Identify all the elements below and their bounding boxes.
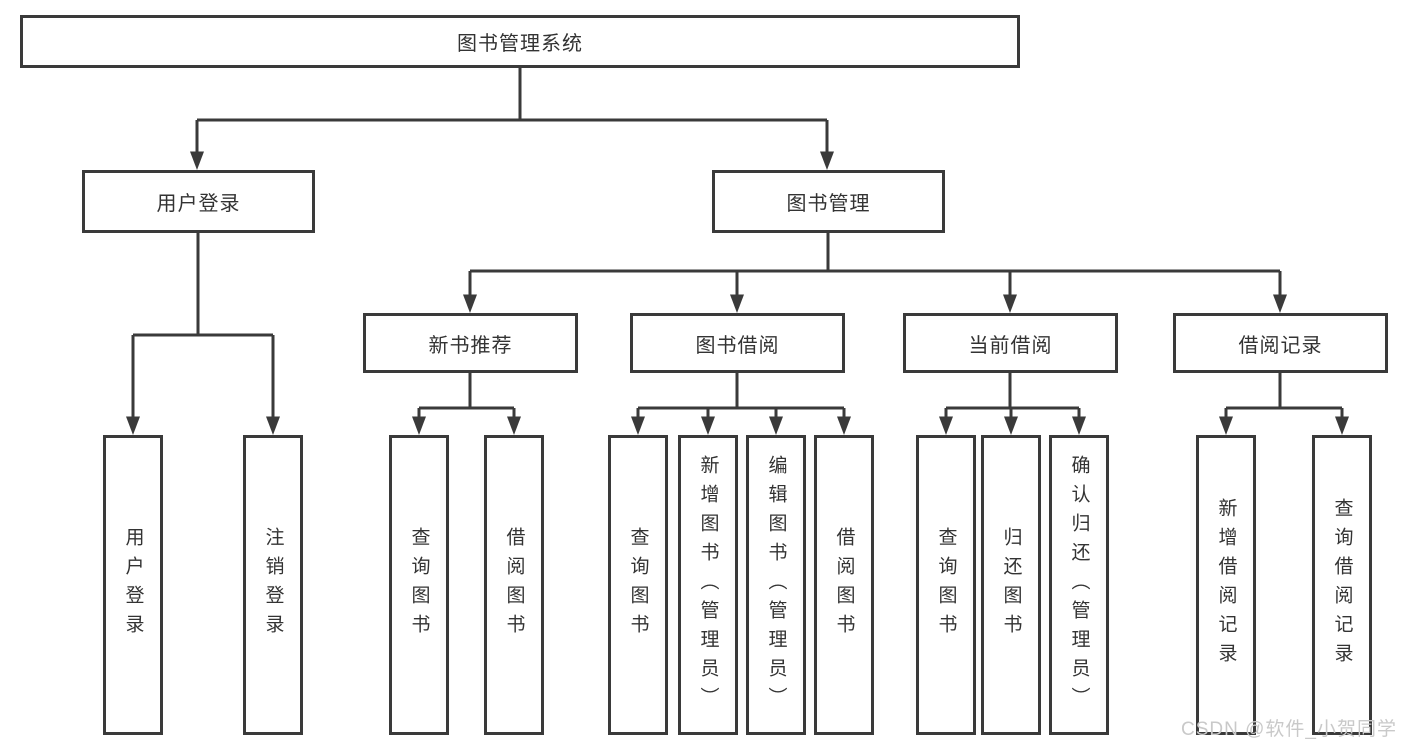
leaf-query-books-borrow-label: 查询图书 [627, 527, 649, 643]
node-current-borrow: 当前借阅 [903, 313, 1118, 373]
leaf-query-borrow-record: 查询借阅记录 [1312, 435, 1372, 735]
leaf-query-books-recommend-label: 查询图书 [408, 527, 430, 643]
node-current-borrow-label: 当前借阅 [968, 334, 1053, 357]
leaf-borrow-book-recommend: 借阅图书 [484, 435, 544, 735]
node-new-book-recommend-label: 新书推荐 [428, 334, 513, 357]
node-borrow-records: 借阅记录 [1173, 313, 1388, 373]
node-book-borrow: 图书借阅 [630, 313, 845, 373]
leaf-confirm-return-admin-label: 确认归还（管理员） [1068, 454, 1090, 716]
leaf-return-book: 归还图书 [981, 435, 1041, 735]
leaf-query-books-recommend: 查询图书 [389, 435, 449, 735]
leaf-edit-book-admin: 编辑图书（管理员） [746, 435, 806, 735]
leaf-logout-label: 注销登录 [262, 527, 284, 643]
leaf-add-book-admin-label: 新增图书（管理员） [697, 454, 719, 716]
leaf-return-book-label: 归还图书 [1000, 527, 1022, 643]
leaf-confirm-return-admin: 确认归还（管理员） [1049, 435, 1109, 735]
leaf-user-login-label: 用户登录 [122, 527, 144, 643]
leaf-user-login: 用户登录 [103, 435, 163, 735]
node-book-management-label: 图书管理 [786, 193, 871, 215]
leaf-query-books-borrow: 查询图书 [608, 435, 668, 735]
leaf-logout: 注销登录 [243, 435, 303, 735]
leaf-add-borrow-record: 新增借阅记录 [1196, 435, 1256, 735]
node-new-book-recommend: 新书推荐 [363, 313, 578, 373]
node-book-borrow-label: 图书借阅 [695, 334, 780, 357]
leaf-borrow-book-recommend-label: 借阅图书 [503, 527, 525, 643]
leaf-edit-book-admin-label: 编辑图书（管理员） [765, 454, 787, 716]
node-borrow-records-label: 借阅记录 [1238, 334, 1323, 357]
leaf-query-books-current: 查询图书 [916, 435, 976, 735]
leaf-query-borrow-record-label: 查询借阅记录 [1331, 498, 1353, 672]
leaf-query-books-current-label: 查询图书 [935, 527, 957, 643]
leaf-borrow-book: 借阅图书 [814, 435, 874, 735]
leaf-borrow-book-label: 借阅图书 [833, 527, 855, 643]
node-user-login-label: 用户登录 [156, 193, 241, 215]
node-book-management: 图书管理 [712, 170, 945, 233]
leaf-add-borrow-record-label: 新增借阅记录 [1215, 498, 1237, 672]
node-user-login: 用户登录 [82, 170, 315, 233]
node-root: 图书管理系统 [20, 15, 1020, 68]
node-root-label: 图书管理系统 [457, 33, 583, 55]
leaf-add-book-admin: 新增图书（管理员） [678, 435, 738, 735]
arrowheads [126, 151, 1349, 435]
